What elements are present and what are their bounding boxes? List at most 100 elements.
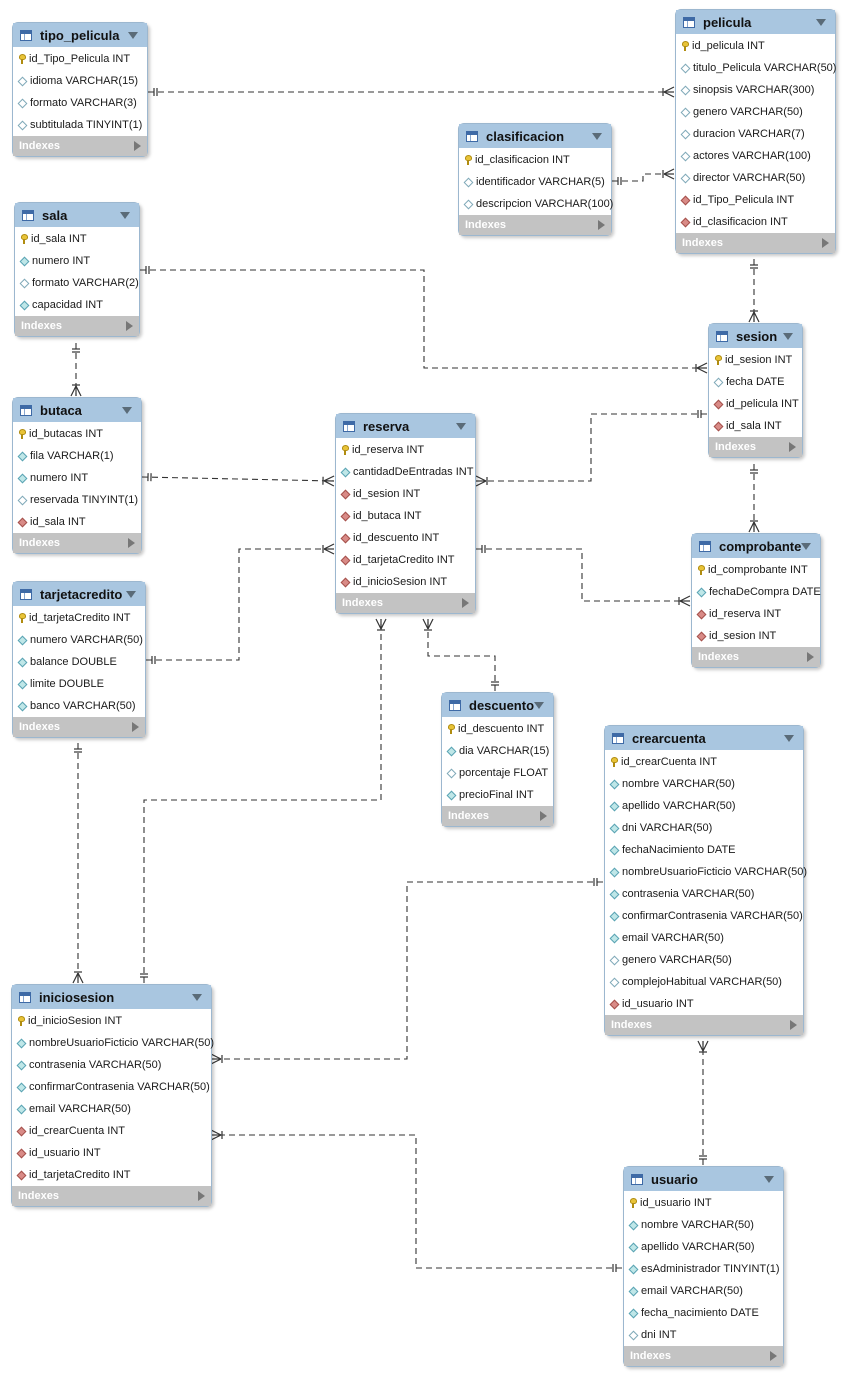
indexes-section[interactable]: Indexes (13, 717, 145, 737)
column-row[interactable]: id_usuario INT (12, 1142, 211, 1164)
column-row[interactable]: id_Tipo_Pelicula INT (13, 48, 147, 70)
column-row[interactable]: porcentaje FLOAT (442, 762, 553, 784)
column-row[interactable]: id_reserva INT (692, 603, 820, 625)
column-row[interactable]: identificador VARCHAR(5) (459, 171, 611, 193)
column-row[interactable]: id_clasificacion INT (676, 211, 835, 233)
collapse-arrow-icon[interactable] (592, 132, 602, 140)
column-row[interactable]: email VARCHAR(50) (605, 927, 803, 949)
column-row[interactable]: limite DOUBLE (13, 673, 145, 695)
column-row[interactable]: nombreUsuarioFicticio VARCHAR(50) (605, 861, 807, 883)
column-row[interactable]: banco VARCHAR(50) (13, 695, 145, 717)
table-header[interactable]: butaca (13, 398, 141, 422)
column-row[interactable]: id_reserva INT (336, 439, 475, 461)
column-row[interactable]: id_descuento INT (442, 718, 553, 740)
column-row[interactable]: id_inicioSesion INT (336, 571, 475, 593)
column-row[interactable]: numero INT (13, 467, 141, 489)
column-row[interactable]: cantidadDeEntradas INT (336, 461, 475, 483)
indexes-section[interactable]: Indexes (709, 437, 802, 457)
column-row[interactable]: fila VARCHAR(1) (13, 445, 141, 467)
collapse-arrow-icon[interactable] (816, 18, 826, 26)
collapse-arrow-icon[interactable] (126, 590, 136, 598)
indexes-section[interactable]: Indexes (12, 1186, 211, 1206)
column-row[interactable]: id_pelicula INT (709, 393, 802, 415)
column-row[interactable]: id_crearCuenta INT (605, 751, 803, 773)
collapse-arrow-icon[interactable] (783, 332, 793, 340)
column-row[interactable]: id_Tipo_Pelicula INT (676, 189, 835, 211)
column-row[interactable]: id_tarjetaCredito INT (12, 1164, 211, 1186)
column-row[interactable]: capacidad INT (15, 294, 139, 316)
column-row[interactable]: email VARCHAR(50) (624, 1280, 783, 1302)
column-row[interactable]: fechaDeCompra DATE (692, 581, 821, 603)
indexes-section[interactable]: Indexes (336, 593, 475, 613)
column-row[interactable]: email VARCHAR(50) (12, 1098, 211, 1120)
table-header[interactable]: sala (15, 203, 139, 227)
indexes-section[interactable]: Indexes (13, 533, 141, 553)
expand-arrow-icon[interactable] (540, 811, 547, 821)
table-header[interactable]: clasificacion (459, 124, 611, 148)
column-row[interactable]: esAdministrador TINYINT(1) (624, 1258, 783, 1280)
table-header[interactable]: tipo_pelicula (13, 23, 147, 47)
indexes-section[interactable]: Indexes (15, 316, 139, 336)
column-row[interactable]: contrasenia VARCHAR(50) (12, 1054, 211, 1076)
column-row[interactable]: confirmarContrasenia VARCHAR(50) (12, 1076, 211, 1098)
table-header[interactable]: tarjetacredito (13, 582, 145, 606)
column-row[interactable]: nombre VARCHAR(50) (624, 1214, 783, 1236)
collapse-arrow-icon[interactable] (534, 701, 545, 709)
column-row[interactable]: id_sala INT (15, 228, 139, 250)
table-header[interactable]: comprobante (692, 534, 820, 558)
collapse-arrow-icon[interactable] (801, 542, 812, 550)
indexes-section[interactable]: Indexes (442, 806, 553, 826)
column-row[interactable]: id_sala INT (13, 511, 141, 533)
column-row[interactable]: duracion VARCHAR(7) (676, 123, 835, 145)
column-row[interactable]: complejoHabitual VARCHAR(50) (605, 971, 803, 993)
expand-arrow-icon[interactable] (126, 321, 133, 331)
table-header[interactable]: usuario (624, 1167, 783, 1191)
column-row[interactable]: titulo_Pelicula VARCHAR(50) (676, 57, 836, 79)
column-row[interactable]: id_butaca INT (336, 505, 475, 527)
expand-arrow-icon[interactable] (134, 141, 141, 151)
collapse-arrow-icon[interactable] (456, 422, 466, 430)
column-row[interactable]: sinopsis VARCHAR(300) (676, 79, 835, 101)
column-row[interactable]: subtitulada TINYINT(1) (13, 114, 147, 136)
collapse-arrow-icon[interactable] (784, 734, 794, 742)
table-header[interactable]: iniciosesion (12, 985, 211, 1009)
column-row[interactable]: apellido VARCHAR(50) (605, 795, 803, 817)
collapse-arrow-icon[interactable] (122, 406, 132, 414)
table-header[interactable]: pelicula (676, 10, 835, 34)
column-row[interactable]: numero INT (15, 250, 139, 272)
expand-arrow-icon[interactable] (198, 1191, 205, 1201)
column-row[interactable]: formato VARCHAR(2) (15, 272, 139, 294)
indexes-section[interactable]: Indexes (605, 1015, 803, 1035)
column-row[interactable]: idioma VARCHAR(15) (13, 70, 147, 92)
column-row[interactable]: apellido VARCHAR(50) (624, 1236, 783, 1258)
collapse-arrow-icon[interactable] (128, 31, 138, 39)
expand-arrow-icon[interactable] (128, 538, 135, 548)
column-row[interactable]: id_comprobante INT (692, 559, 820, 581)
expand-arrow-icon[interactable] (790, 1020, 797, 1030)
column-row[interactable]: genero VARCHAR(50) (676, 101, 835, 123)
column-row[interactable]: id_sesion INT (336, 483, 475, 505)
column-row[interactable]: descripcion VARCHAR(100) (459, 193, 613, 215)
column-row[interactable]: id_sesion INT (709, 349, 802, 371)
column-row[interactable]: numero VARCHAR(50) (13, 629, 145, 651)
column-row[interactable]: id_usuario INT (605, 993, 803, 1015)
column-row[interactable]: reservada TINYINT(1) (13, 489, 141, 511)
column-row[interactable]: id_usuario INT (624, 1192, 783, 1214)
column-row[interactable]: balance DOUBLE (13, 651, 145, 673)
column-row[interactable]: id_tarjetaCredito INT (13, 607, 145, 629)
column-row[interactable]: fecha_nacimiento DATE (624, 1302, 783, 1324)
column-row[interactable]: dni VARCHAR(50) (605, 817, 803, 839)
column-row[interactable]: id_sesion INT (692, 625, 820, 647)
expand-arrow-icon[interactable] (789, 442, 796, 452)
column-row[interactable]: dia VARCHAR(15) (442, 740, 553, 762)
expand-arrow-icon[interactable] (598, 220, 605, 230)
table-header[interactable]: reserva (336, 414, 475, 438)
collapse-arrow-icon[interactable] (192, 993, 202, 1001)
